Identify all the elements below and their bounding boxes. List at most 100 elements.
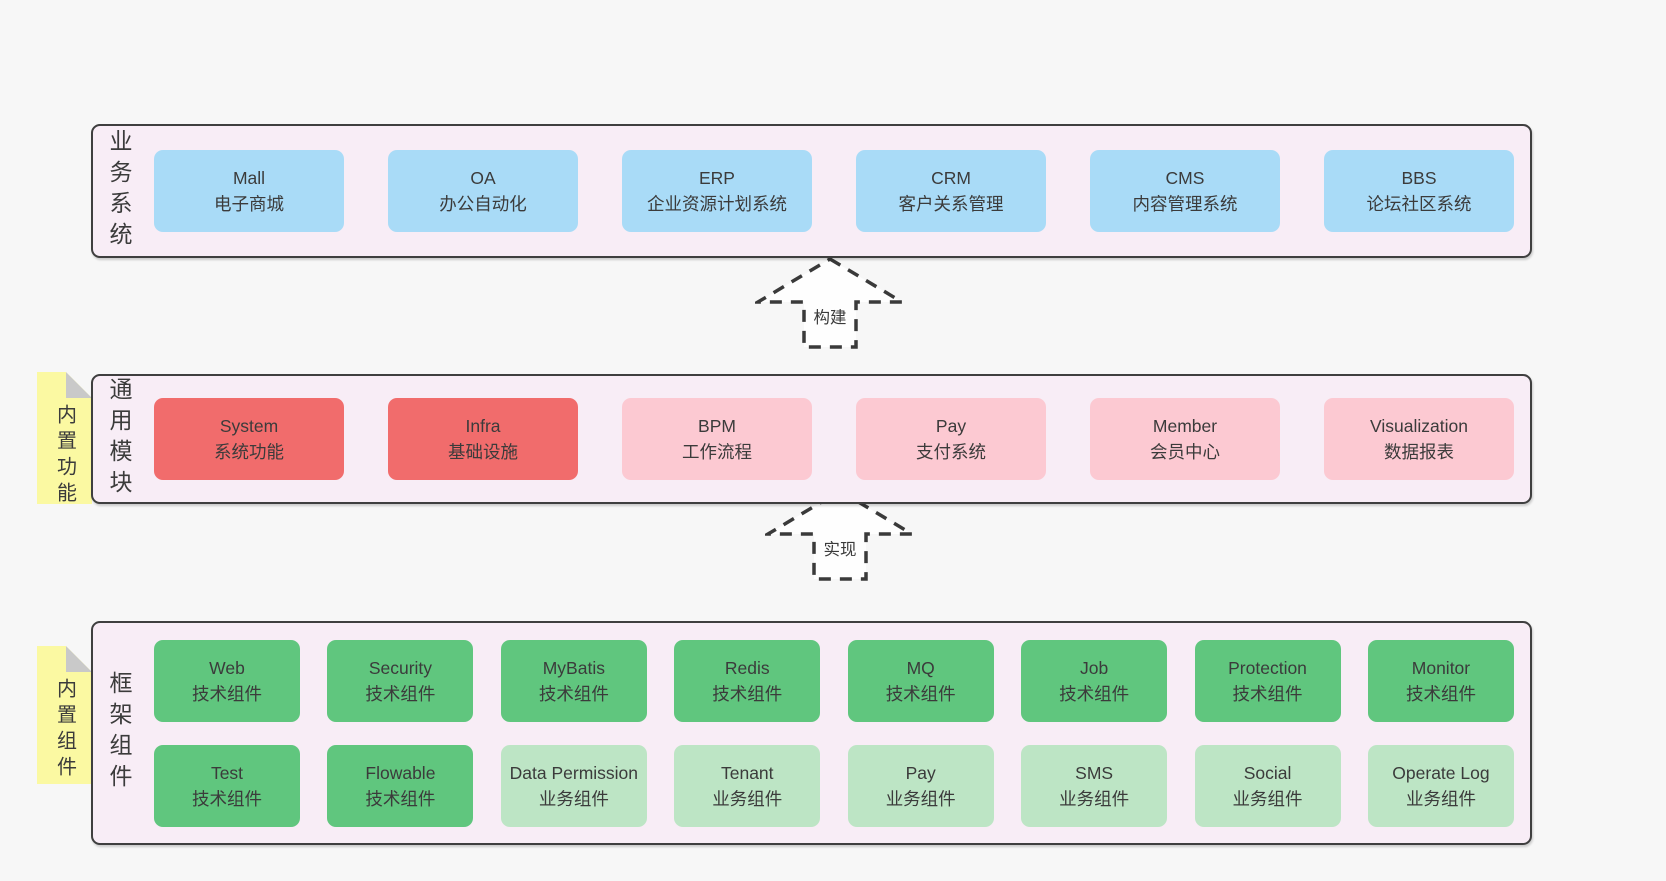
box-title: Job bbox=[1080, 658, 1109, 678]
panel-business-systems: 业务系统 Mall 电子商城 OA 办公自动化 ERP 企业资源计划系统 CRM… bbox=[91, 124, 1532, 258]
box-test: Test 技术组件 bbox=[154, 745, 300, 827]
box-social: Social 业务组件 bbox=[1194, 745, 1341, 827]
box-title: CRM bbox=[931, 168, 971, 188]
box-security: Security 技术组件 bbox=[327, 640, 474, 722]
folded-corner-icon bbox=[66, 646, 92, 672]
arrow-label: 构建 bbox=[810, 304, 850, 328]
box-subtitle: 办公自动化 bbox=[439, 194, 527, 214]
box-title: SMS bbox=[1075, 763, 1114, 783]
box-web: Web 技术组件 bbox=[154, 640, 300, 722]
note-label: 内置组件 bbox=[53, 678, 76, 782]
box-subtitle: 系统功能 bbox=[214, 442, 284, 462]
build-arrow: 构建 bbox=[755, 256, 905, 350]
panel-label-business-systems: 业务系统 bbox=[106, 129, 132, 253]
box-subtitle: 会员中心 bbox=[1150, 442, 1220, 462]
box-subtitle: 业务组件 bbox=[1059, 789, 1130, 809]
box-title: BBS bbox=[1401, 168, 1437, 188]
box-title: Pay bbox=[905, 763, 936, 783]
box-subtitle: 客户关系管理 bbox=[898, 194, 1004, 214]
box-subtitle: 支付系统 bbox=[916, 442, 986, 462]
box-title: System bbox=[219, 416, 279, 436]
box-mq: MQ 技术组件 bbox=[847, 640, 994, 722]
box-title: Redis bbox=[724, 658, 770, 678]
arrow-label: 实现 bbox=[820, 536, 860, 560]
box-subtitle: 企业资源计划系统 bbox=[647, 194, 787, 214]
box-data-permission: Data Permission 业务组件 bbox=[500, 745, 647, 827]
box-crm: CRM 客户关系管理 bbox=[856, 150, 1046, 232]
box-subtitle: 技术组件 bbox=[1405, 684, 1476, 704]
implement-arrow: 实现 bbox=[765, 488, 915, 582]
note-built-in-components: 内置组件 bbox=[37, 646, 92, 784]
panel-framework-components: 框架组件 Web 技术组件 Security 技术组件 MyBatis 技术组件… bbox=[91, 621, 1532, 845]
box-infra: Infra 基础设施 bbox=[388, 398, 578, 480]
box-title: Operate Log bbox=[1392, 763, 1490, 783]
box-title: Member bbox=[1152, 416, 1218, 436]
box-oa: OA 办公自动化 bbox=[388, 150, 578, 232]
box-subtitle: 内容管理系统 bbox=[1132, 194, 1238, 214]
box-title: OA bbox=[470, 168, 496, 188]
box-cms: CMS 内容管理系统 bbox=[1090, 150, 1280, 232]
box-subtitle: 业务组件 bbox=[538, 789, 609, 809]
box-subtitle: 业务组件 bbox=[712, 789, 783, 809]
box-title: Mall bbox=[232, 168, 266, 188]
box-subtitle: 技术组件 bbox=[1232, 684, 1303, 704]
box-title: Monitor bbox=[1411, 658, 1471, 678]
note-built-in-functions: 内置功能 bbox=[37, 372, 92, 504]
box-title: Data Permission bbox=[509, 763, 639, 783]
box-title: Protection bbox=[1228, 658, 1307, 678]
box-subtitle: 技术组件 bbox=[365, 789, 436, 809]
box-redis: Redis 技术组件 bbox=[674, 640, 821, 722]
box-subtitle: 技术组件 bbox=[538, 684, 609, 704]
panel-label-framework-components: 框架组件 bbox=[106, 671, 132, 795]
box-pay-biz: Pay 业务组件 bbox=[847, 745, 994, 827]
box-title: BPM bbox=[698, 416, 736, 436]
box-protection: Protection 技术组件 bbox=[1194, 640, 1341, 722]
box-subtitle: 工作流程 bbox=[682, 442, 752, 462]
box-tenant: Tenant 业务组件 bbox=[674, 745, 821, 827]
box-subtitle: 业务组件 bbox=[1232, 789, 1303, 809]
box-bpm: BPM 工作流程 bbox=[622, 398, 812, 480]
box-subtitle: 技术组件 bbox=[1059, 684, 1130, 704]
box-monitor: Monitor 技术组件 bbox=[1367, 640, 1514, 722]
box-pay: Pay 支付系统 bbox=[856, 398, 1046, 480]
box-subtitle: 技术组件 bbox=[192, 789, 262, 809]
box-title: CMS bbox=[1165, 168, 1205, 188]
box-subtitle: 业务组件 bbox=[1405, 789, 1476, 809]
box-subtitle: 技术组件 bbox=[192, 684, 262, 704]
box-flowable: Flowable 技术组件 bbox=[327, 745, 474, 827]
box-title: Social bbox=[1243, 763, 1292, 783]
box-subtitle: 业务组件 bbox=[885, 789, 956, 809]
dashed-up-arrow-icon bbox=[765, 488, 915, 581]
box-title: MQ bbox=[906, 658, 935, 678]
box-subtitle: 技术组件 bbox=[885, 684, 956, 704]
panel-common-modules: 通用模块 System 系统功能 Infra 基础设施 BPM 工作流程 Pay… bbox=[91, 374, 1532, 504]
box-title: Flowable bbox=[365, 763, 436, 783]
box-subtitle: 基础设施 bbox=[448, 442, 518, 462]
box-title: Visualization bbox=[1370, 416, 1468, 436]
folded-corner-icon bbox=[66, 372, 92, 398]
box-subtitle: 技术组件 bbox=[712, 684, 783, 704]
box-erp: ERP 企业资源计划系统 bbox=[622, 150, 812, 232]
box-subtitle: 数据报表 bbox=[1384, 442, 1454, 462]
note-label: 内置功能 bbox=[53, 404, 76, 508]
box-mybatis: MyBatis 技术组件 bbox=[500, 640, 647, 722]
box-job: Job 技术组件 bbox=[1021, 640, 1168, 722]
box-title: Web bbox=[209, 658, 245, 678]
box-subtitle: 技术组件 bbox=[365, 684, 436, 704]
box-operate-log: Operate Log 业务组件 bbox=[1367, 745, 1514, 827]
box-subtitle: 电子商城 bbox=[214, 194, 284, 214]
box-system: System 系统功能 bbox=[154, 398, 344, 480]
box-title: Test bbox=[210, 763, 244, 783]
dashed-up-arrow-icon bbox=[755, 256, 905, 349]
box-subtitle: 论坛社区系统 bbox=[1366, 194, 1472, 214]
box-title: MyBatis bbox=[542, 658, 605, 678]
box-bbs: BBS 论坛社区系统 bbox=[1324, 150, 1514, 232]
box-title: Security bbox=[368, 658, 433, 678]
box-title: Pay bbox=[935, 416, 967, 436]
box-mall: Mall 电子商城 bbox=[154, 150, 344, 232]
box-title: ERP bbox=[699, 168, 735, 188]
box-title: Infra bbox=[465, 416, 501, 436]
box-sms: SMS 业务组件 bbox=[1021, 745, 1168, 827]
box-visualization: Visualization 数据报表 bbox=[1324, 398, 1514, 480]
